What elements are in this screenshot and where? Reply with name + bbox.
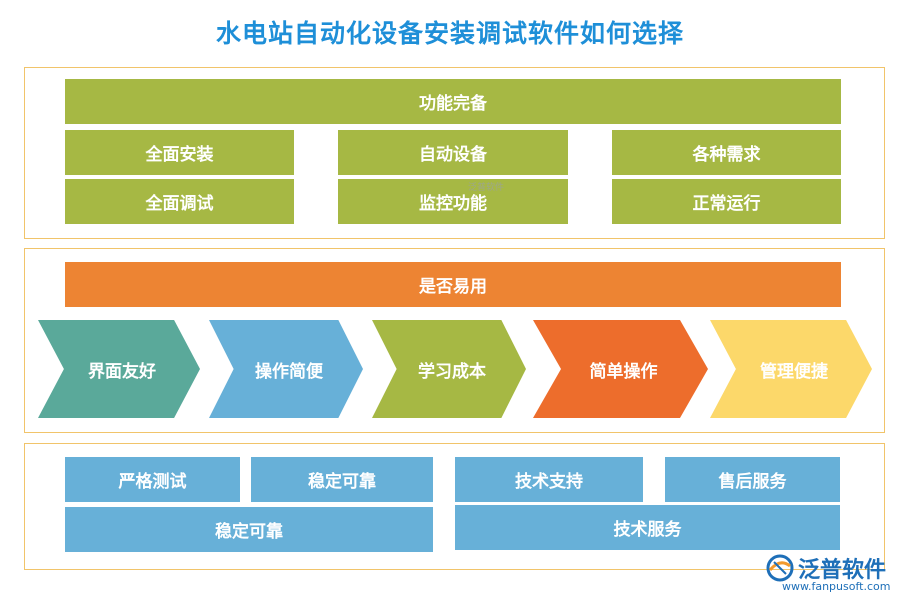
watermark-text: 泛普软件	[468, 183, 505, 193]
item-tech-support: 技术支持	[455, 457, 643, 502]
step-label: 简单操作	[589, 361, 658, 382]
step-label: 学习成本	[418, 361, 486, 382]
step-learning-cost: 学习成本	[372, 320, 526, 418]
page-title: 水电站自动化设备安装调试软件如何选择	[215, 19, 684, 48]
header-usability: 是否易用	[65, 262, 841, 307]
step-label: 界面友好	[88, 361, 156, 382]
step-label: 管理便捷	[760, 361, 828, 382]
item-full-install: 全面安装	[65, 130, 294, 175]
item-various-needs: 各种需求	[612, 130, 841, 175]
logo-url: www.fanpusoft.com	[782, 580, 891, 593]
fanpu-logo-icon	[766, 554, 794, 582]
item-stable-reliable: 稳定可靠	[251, 457, 433, 502]
step-simple-operation: 简单操作	[533, 320, 708, 418]
item-monitor-function: 监控功能	[338, 179, 568, 224]
item-normal-operation: 正常运行	[612, 179, 841, 224]
item-full-debug: 全面调试	[65, 179, 294, 224]
step-friendly-interface: 界面友好	[38, 320, 200, 418]
item-after-sales: 售后服务	[665, 457, 840, 502]
logo-name: 泛普软件	[798, 558, 887, 583]
item-auto-device: 自动设备	[338, 130, 568, 175]
step-convenient-management: 管理便捷	[710, 320, 872, 418]
step-label: 操作简便	[255, 361, 323, 382]
item-strict-testing: 严格测试	[65, 457, 240, 502]
item-stable-reliable-wide: 稳定可靠	[65, 507, 433, 552]
step-easy-operation: 操作简便	[209, 320, 363, 418]
header-functionality: 功能完备	[65, 79, 841, 124]
item-tech-service: 技术服务	[455, 505, 840, 550]
